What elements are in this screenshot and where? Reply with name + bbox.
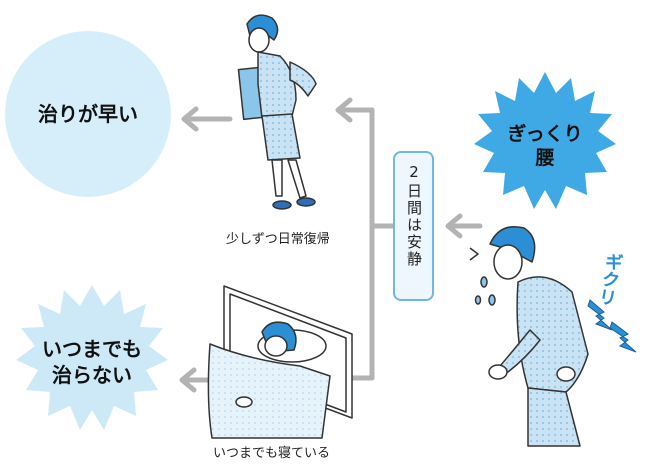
- walking-woman-illustration: [237, 14, 317, 210]
- backpain-woman-illustration: [469, 226, 589, 447]
- start-burst: [474, 72, 616, 209]
- start-label: ぎっくり 腰: [507, 123, 583, 169]
- pain-lightning-marks: [587, 299, 637, 353]
- outcome-bad-burst: [16, 285, 168, 430]
- bed-woman-illustration: [207, 285, 353, 439]
- caption-return-to-daily-life: 少しずつ日常復帰: [226, 232, 330, 247]
- rest-two-days-label: 2日間は安静: [405, 163, 423, 268]
- caption-stays-in-bed: いつまでも寝ている: [213, 446, 331, 461]
- outcome-bad-label: いつまでも 治らない: [42, 337, 142, 387]
- outcome-good-circle: [5, 31, 171, 197]
- rest-two-days-box: 2日間は安静: [393, 151, 434, 301]
- outcome-good-label: 治りが早い: [38, 102, 138, 126]
